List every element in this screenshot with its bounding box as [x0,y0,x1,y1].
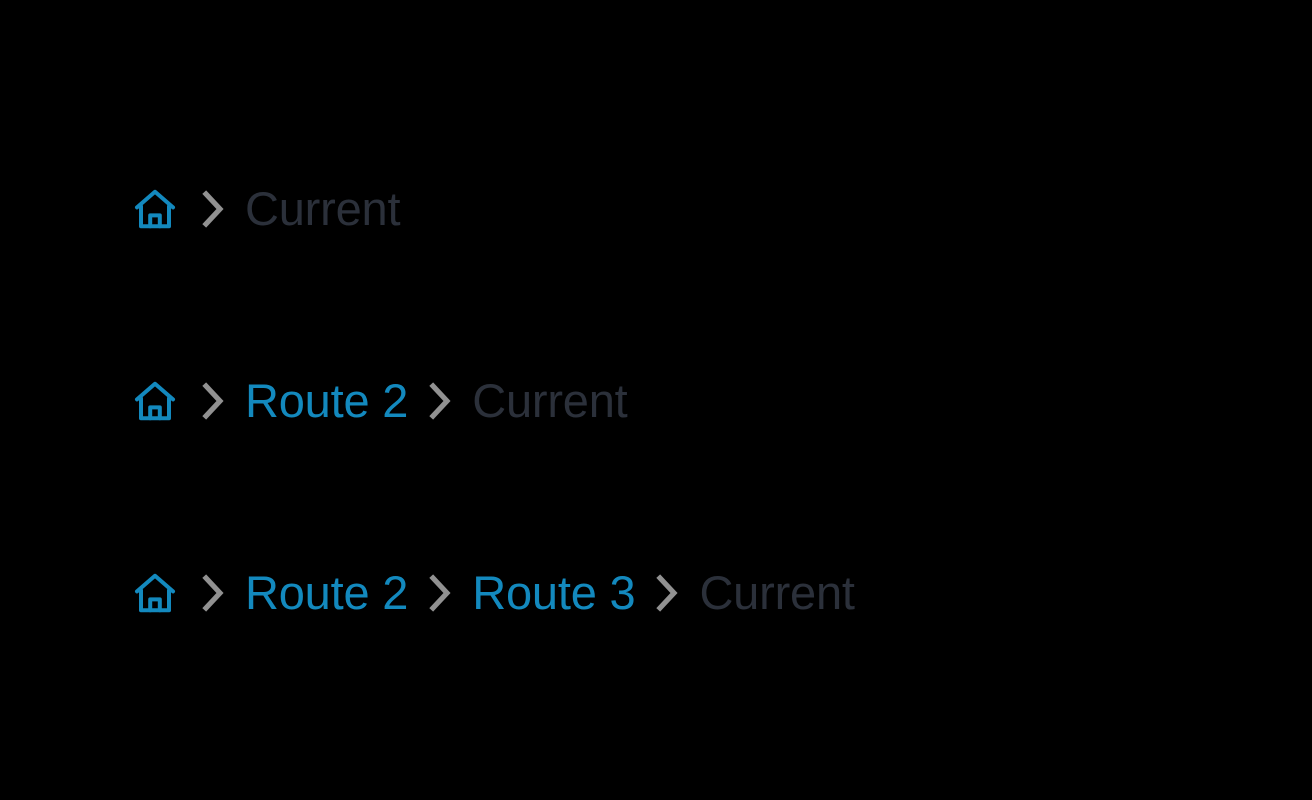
breadcrumb: Route 2 Current [131,369,628,433]
breadcrumb-item-route-2[interactable]: Route 2 [245,561,408,625]
home-icon [131,377,179,425]
breadcrumb-label: Current [699,566,855,619]
breadcrumb-separator [181,561,245,625]
breadcrumb-separator [408,561,472,625]
breadcrumb-home-link[interactable] [131,369,181,433]
breadcrumb-separator [181,369,245,433]
breadcrumb-item-route-2[interactable]: Route 2 [245,369,408,433]
breadcrumb-label: Current [245,182,401,235]
breadcrumb-label[interactable]: Route 3 [472,566,636,619]
breadcrumb-separator [635,561,699,625]
chevron-right-icon [200,573,226,613]
breadcrumb-label: Current [472,374,628,427]
breadcrumb-separator [181,177,245,241]
breadcrumb-home-link[interactable] [131,561,181,625]
chevron-right-icon [427,381,453,421]
breadcrumb-home-link[interactable] [131,177,181,241]
breadcrumb: Route 2 Route 3 Current [131,561,855,625]
chevron-right-icon [200,189,226,229]
home-icon [131,185,179,233]
breadcrumb-label[interactable]: Route 2 [245,374,409,427]
breadcrumb-item-current: Current [472,369,628,433]
breadcrumb-separator [408,369,472,433]
breadcrumb-label[interactable]: Route 2 [245,566,409,619]
home-icon [131,569,179,617]
breadcrumb: Current [131,177,401,241]
chevron-right-icon [654,573,680,613]
breadcrumb-item-current: Current [699,561,855,625]
breadcrumb-item-current: Current [245,177,401,241]
chevron-right-icon [427,573,453,613]
chevron-right-icon [200,381,226,421]
breadcrumb-item-route-3[interactable]: Route 3 [472,561,635,625]
